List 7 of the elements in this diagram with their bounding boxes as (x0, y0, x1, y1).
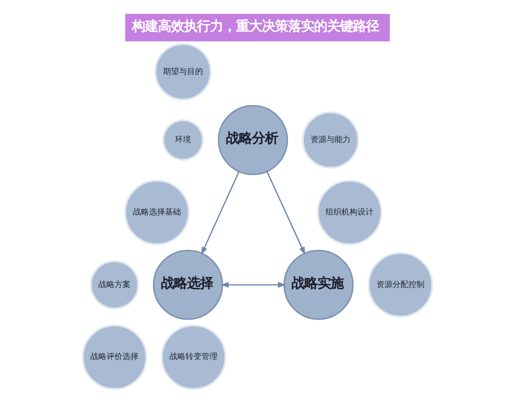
arrow (266, 171, 305, 256)
arrow (220, 282, 286, 288)
arrow (200, 171, 240, 256)
node-circle: 战略分析 (217, 104, 288, 176)
node-circle: 战略实施 (283, 250, 354, 320)
node-circle: 战略选择 (152, 250, 223, 320)
diagram-title: 构建高效执行力，重大决策落实的关键路径 (131, 20, 378, 35)
